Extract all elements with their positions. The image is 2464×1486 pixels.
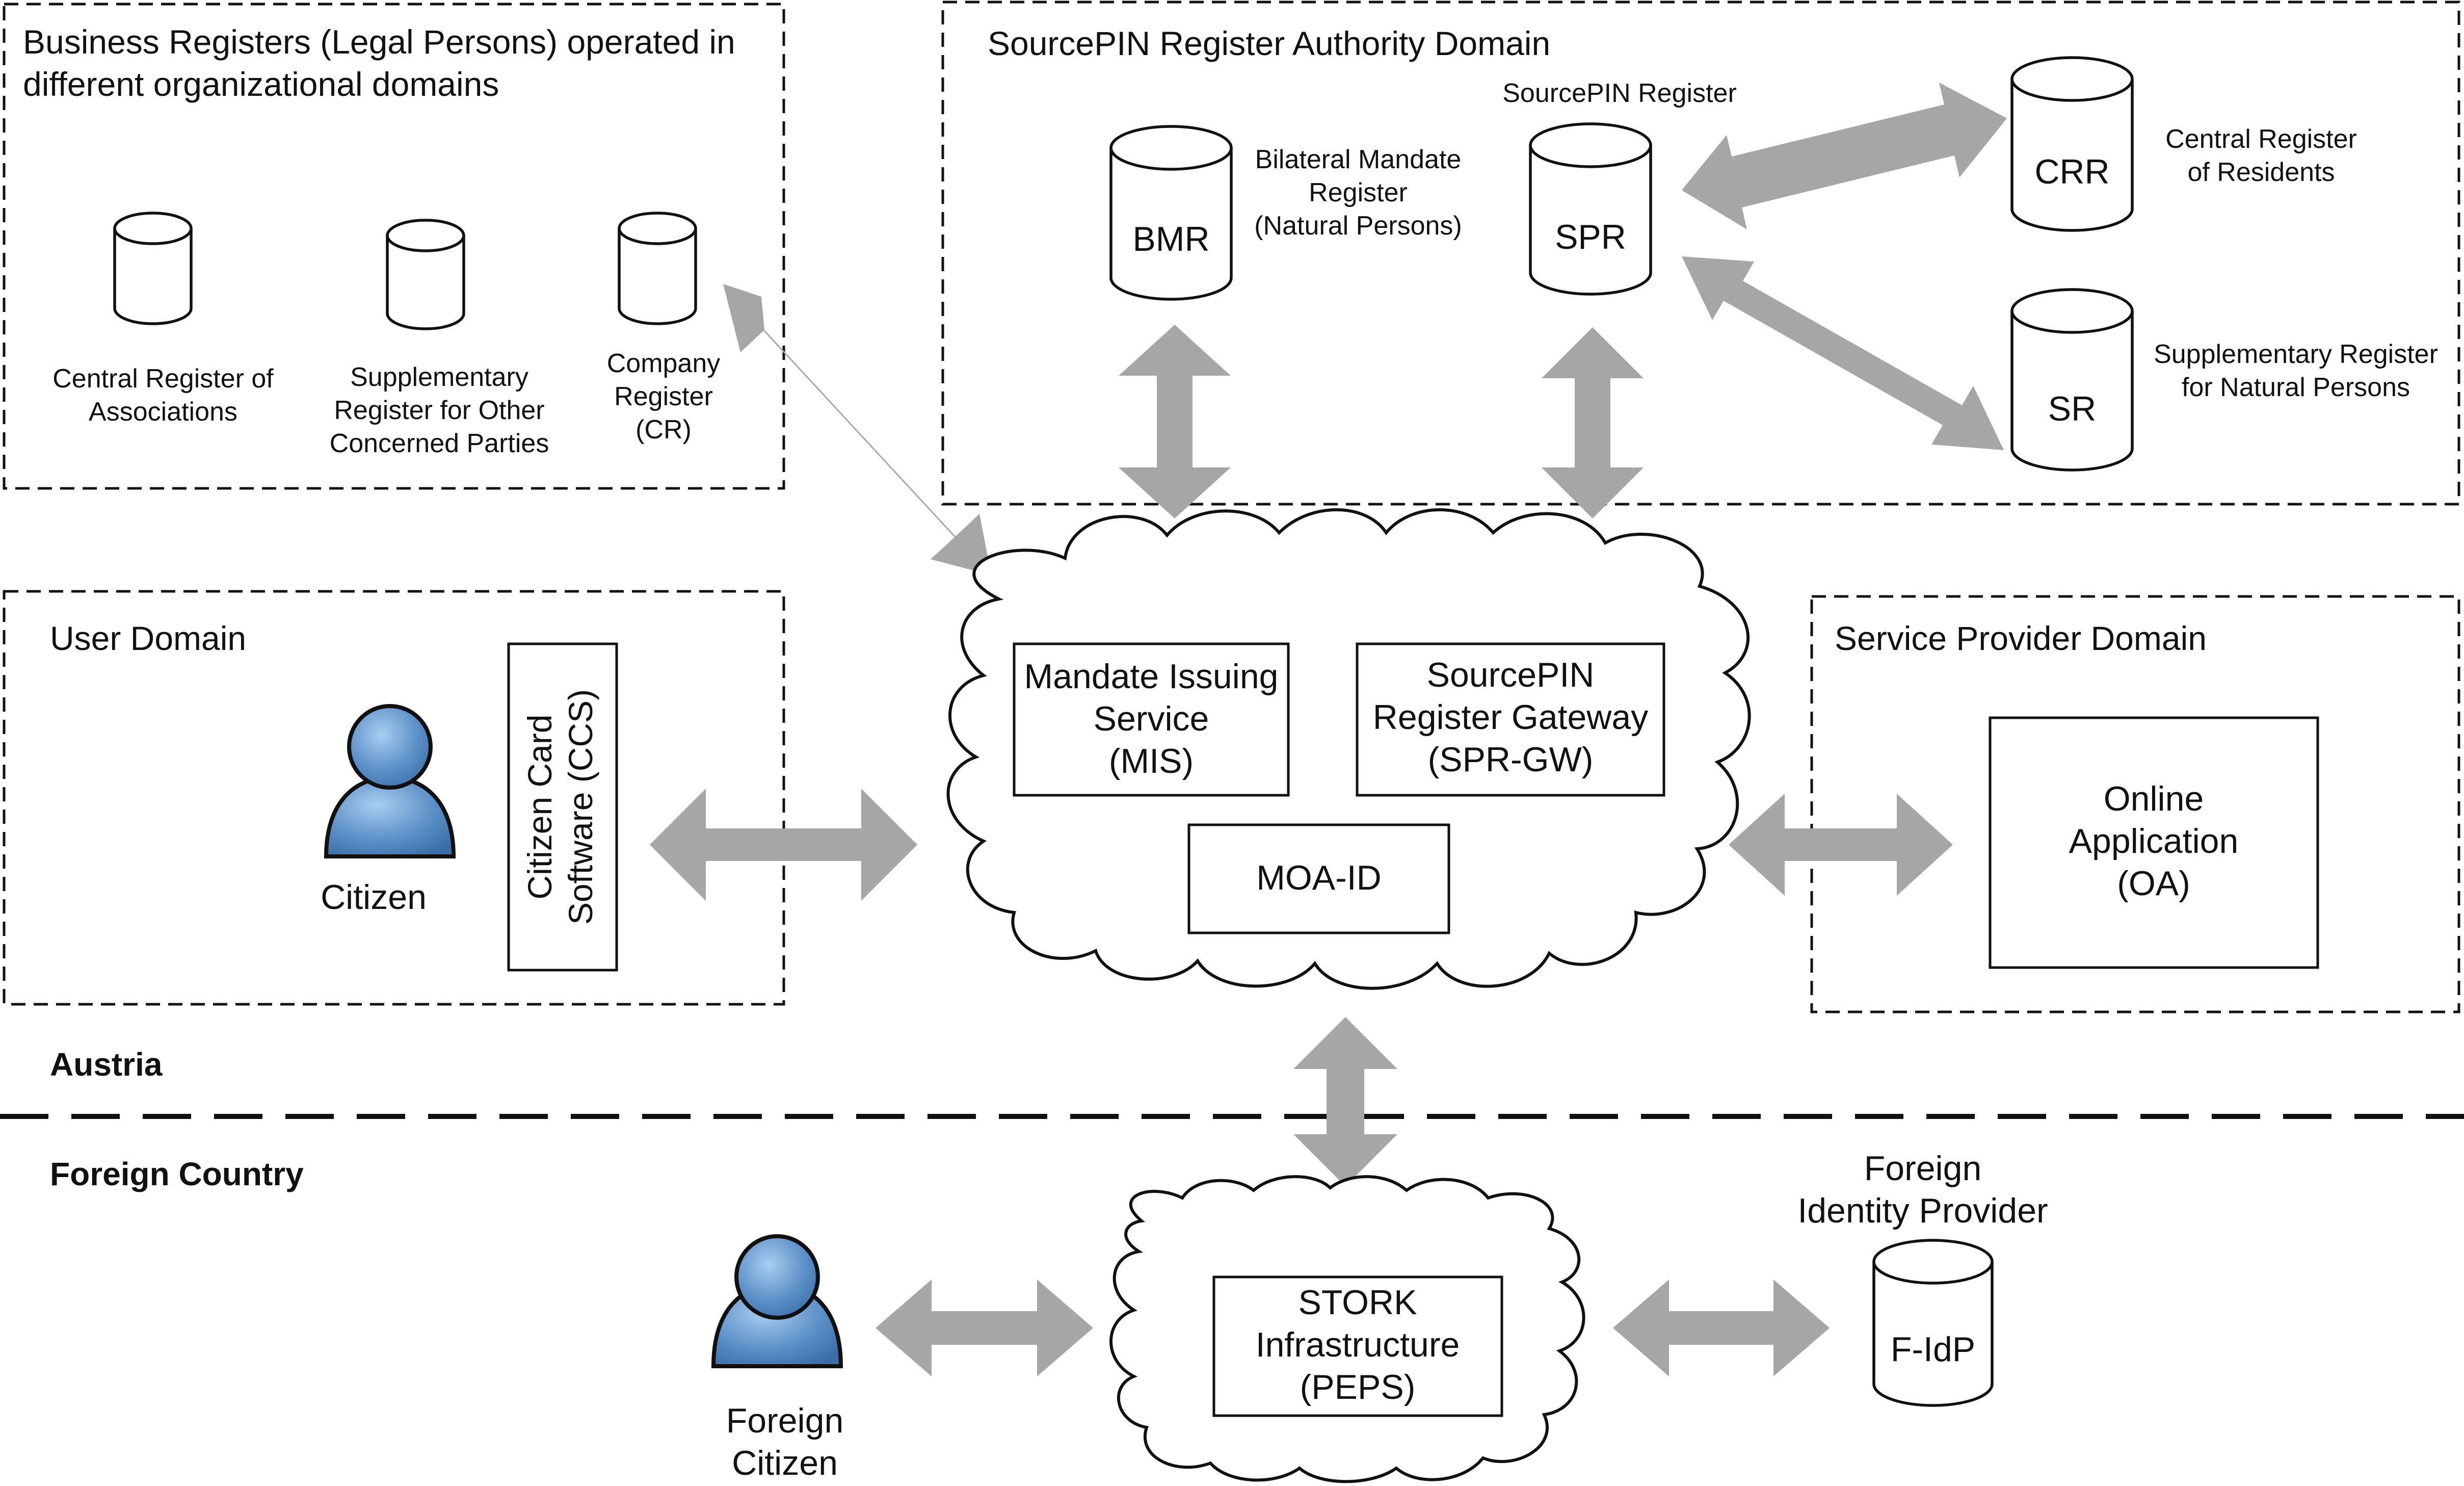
oa-label-line2: Application [2069, 822, 2239, 861]
ccs-label-line2: Software (CCS) [562, 689, 599, 925]
sr-label-line2: for Natural Persons [2182, 373, 2410, 402]
foreign-citizen-label-line2: Citizen [732, 1444, 838, 1482]
foreign-idp-label-line2: Identity Provider [1797, 1191, 2048, 1230]
fidp-abbr: F-IdP [1891, 1330, 1975, 1369]
supplementary-register-other-label-line1: Supplementary [350, 362, 528, 392]
bmr-label-line1: Bilateral Mandate [1255, 145, 1462, 174]
person-icon-foreign-citizen [711, 1234, 843, 1368]
sourcepin-domain-title: SourcePIN Register Authority Domain [988, 24, 1550, 62]
database-icon-supplementary-register-other [386, 219, 465, 330]
citizen-label: Citizen [321, 878, 427, 917]
company-register-label-line3: (CR) [635, 415, 692, 445]
user-domain-frame [3, 590, 785, 1006]
arrow-stork-fidp [1613, 1280, 1830, 1376]
bmr-abbr: BMR [1132, 220, 1209, 258]
central-cloud [946, 508, 1751, 990]
arrows [650, 83, 2007, 1376]
spr-label: SourcePIN Register [1502, 79, 1737, 108]
spr-gw-label-line1: SourcePIN [1427, 656, 1595, 694]
database-icon-central-register-of-associations [113, 212, 193, 325]
database-icon-fidp [1872, 1239, 1994, 1407]
ccs-label-line1: Citizen Card [521, 714, 559, 899]
service-provider-domain-title: Service Provider Domain [1835, 619, 2207, 657]
foreign-idp-label-line1: Foreign [1864, 1149, 1982, 1188]
database-icon-bmr [1109, 125, 1233, 301]
business-registers-title-line1: Business Registers (Legal Persons) opera… [23, 23, 735, 61]
supplementary-register-other-label-line2: Register for Other [334, 396, 544, 425]
database-icon-company-register [618, 212, 697, 325]
oa-box [1989, 716, 2319, 969]
oa-label-line3: (OA) [2117, 864, 2190, 903]
mis-label-line1: Mandate Issuing [1024, 657, 1279, 696]
business-registers-frame [3, 3, 785, 490]
arrow-bmr-cloud [1119, 325, 1231, 518]
mis-label-line2: Service [1094, 699, 1209, 738]
spr-gw-box [1356, 642, 1665, 797]
sr-abbr: SR [2048, 389, 2096, 428]
arrow-spr-sr [1682, 256, 2004, 450]
moa-id-box [1187, 823, 1450, 934]
arrow-spr-cloud [1542, 327, 1644, 518]
database-icon-sr [2010, 288, 2134, 472]
stork-label-line3: (PEPS) [1300, 1368, 1416, 1406]
spr-gw-label-line3: (SPR-GW) [1428, 740, 1594, 779]
arrow-ccs-cloud [650, 789, 917, 901]
arrow-cloud-stork [1293, 1017, 1397, 1186]
stork-box [1212, 1275, 1503, 1417]
oa-label-line1: Online [2104, 779, 2204, 818]
supplementary-register-other-label-line3: Concerned Parties [330, 429, 549, 458]
mis-label-line3: (MIS) [1109, 742, 1194, 780]
business-registers-title-line2: different organizational domains [23, 65, 499, 103]
ccs-label: Citizen Card Software (CCS) [521, 689, 599, 925]
stork-label-line2: Infrastructure [1256, 1325, 1460, 1364]
ccs-box [507, 642, 618, 972]
spr-abbr: SPR [1555, 218, 1626, 256]
database-icon-crr [2010, 56, 2134, 232]
person-icon-citizen [324, 704, 456, 858]
arrow-cr-cloud [723, 284, 991, 575]
central-register-of-associations-label-line2: Associations [89, 397, 237, 427]
austria-label: Austria [50, 1046, 163, 1083]
bmr-label-line3: (Natural Persons) [1254, 211, 1462, 241]
service-provider-domain-frame [1810, 595, 2460, 1013]
crr-label-line1: Central Register [2165, 124, 2357, 154]
stork-label-line1: STORK [1298, 1283, 1417, 1322]
mis-box [1013, 642, 1290, 797]
foreign-country-label: Foreign Country [50, 1156, 304, 1192]
sr-label-line1: Supplementary Register [2154, 340, 2438, 369]
central-register-of-associations-label-line1: Central Register of [52, 364, 274, 394]
company-register-label-line1: Company [607, 349, 721, 378]
arrow-spr-crr [1682, 83, 2007, 229]
bmr-label-line2: Register [1309, 178, 1408, 207]
arrow-cloud-oa [1729, 794, 1953, 896]
crr-label-line2: of Residents [2187, 158, 2335, 187]
user-domain-title: User Domain [50, 619, 246, 657]
arrow-foreign-citizen-stork [876, 1280, 1093, 1376]
database-icon-spr [1529, 122, 1652, 296]
spr-gw-label-line2: Register Gateway [1373, 698, 1648, 737]
moa-id-label: MOA-ID [1256, 858, 1382, 897]
foreign-citizen-label-line1: Foreign [726, 1401, 844, 1440]
crr-abbr: CRR [2034, 152, 2109, 191]
company-register-label-line2: Register [614, 382, 713, 411]
